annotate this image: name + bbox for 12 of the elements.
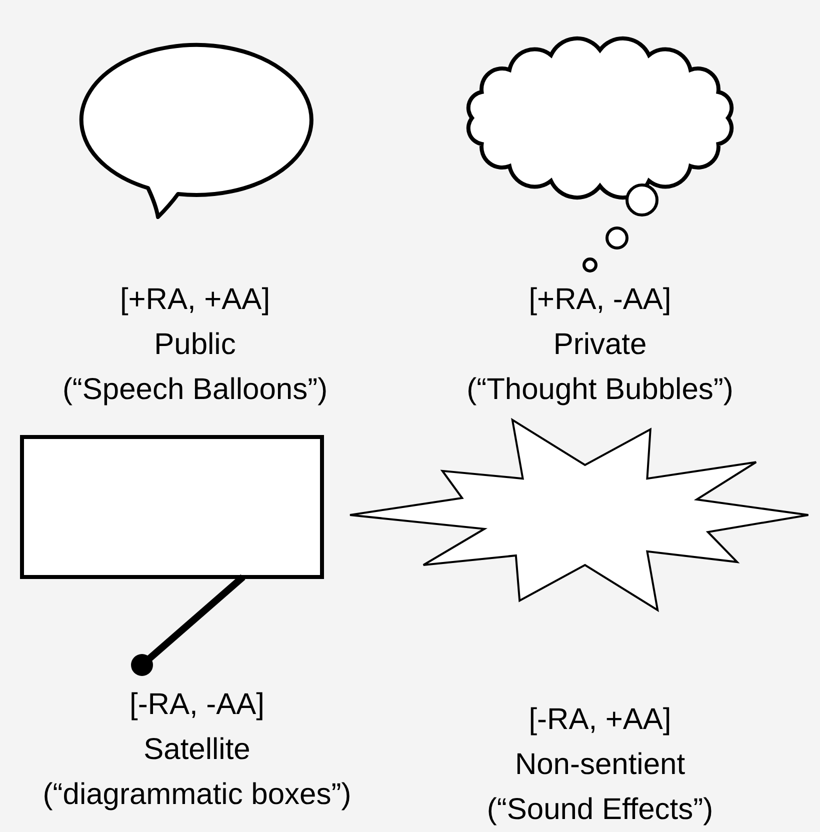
caption-text: [+RA, +AA]	[120, 283, 270, 316]
caption-text: [-RA, +AA]	[528, 703, 672, 736]
caption-text: Non-sentient	[514, 748, 686, 781]
caption-text: Private	[553, 328, 647, 361]
caption-text: (“Speech Balloons”)	[62, 373, 328, 406]
caption-text: Satellite	[144, 733, 250, 766]
caption-text: (“diagrammatic boxes”)	[42, 778, 352, 811]
caption-text: [-RA, -AA]	[129, 688, 264, 721]
caption-text: (“Thought Bubbles”)	[466, 373, 734, 406]
caption-text: [+RA, -AA]	[528, 283, 672, 316]
caption-text: (“Sound Effects”)	[486, 793, 714, 826]
caption-text: Public	[154, 328, 236, 361]
